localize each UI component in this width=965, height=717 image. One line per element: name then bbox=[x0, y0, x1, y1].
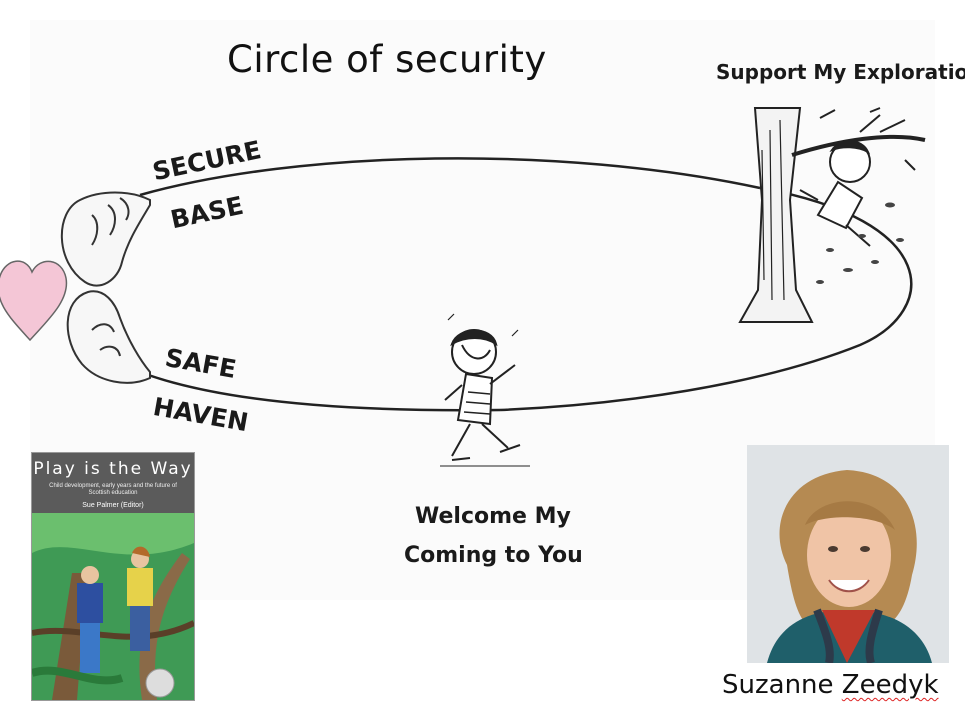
book-title: Play is the Way bbox=[33, 459, 193, 479]
photo-caption: Suzanne Zeedyk bbox=[722, 670, 939, 700]
welcome-label-line1: Welcome My bbox=[415, 504, 571, 529]
circle-top-arc bbox=[139, 157, 761, 197]
tree-icon bbox=[738, 107, 926, 323]
circle-right-arc bbox=[499, 186, 913, 412]
caption-last-name: Zeedyk bbox=[841, 670, 939, 700]
caption-first-name: Suzanne bbox=[722, 670, 834, 700]
book-cover: Play is the Way Child development, early… bbox=[31, 452, 195, 701]
book-subtitle: Child development, early years and the f… bbox=[49, 483, 177, 496]
welcome-label-line2: Coming to You bbox=[404, 543, 583, 568]
heart-icon bbox=[0, 260, 68, 342]
portrait-photo bbox=[747, 445, 949, 663]
portrait-image bbox=[747, 445, 949, 663]
climbing-child-icon bbox=[799, 140, 871, 247]
book-editor: Sue Palmer (Editor) bbox=[82, 502, 144, 509]
secure-base-hand-icon bbox=[60, 191, 151, 287]
safe-haven-hand-icon bbox=[66, 290, 151, 384]
book-header: Play is the Way Child development, early… bbox=[32, 453, 194, 513]
running-child-icon bbox=[440, 313, 530, 467]
leaves-icon bbox=[816, 202, 904, 284]
circle-bottom-arc bbox=[139, 370, 501, 412]
explore-label: Support My Exploration bbox=[716, 60, 965, 84]
slide-title: Circle of security bbox=[227, 38, 547, 81]
book-illustration bbox=[32, 513, 194, 700]
